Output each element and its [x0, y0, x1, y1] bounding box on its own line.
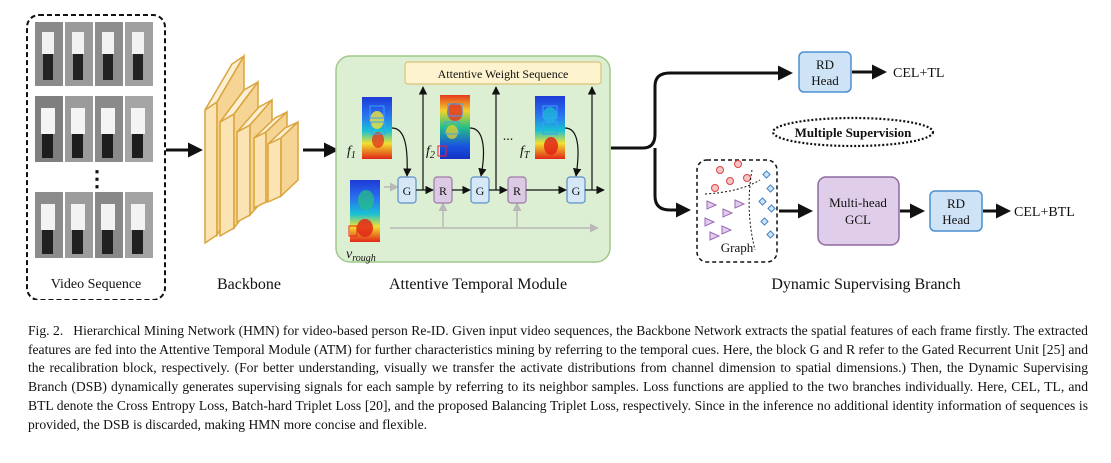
dsb-label: Dynamic Supervising Branch	[771, 276, 960, 293]
backbone-label: Backbone	[217, 276, 281, 293]
r-block-1-label: R	[439, 184, 447, 198]
attentive-weight-sequence-box	[404, 61, 602, 85]
heatmap-v-rough	[348, 180, 380, 242]
multiple-supervision-badge: Multiple Supervision	[771, 116, 935, 148]
r-block-2-label: R	[513, 184, 521, 198]
svg-text:Multiple Supervision: Multiple Supervision	[795, 125, 912, 140]
svg-text:Head: Head	[942, 212, 970, 227]
atm-module: Attentive Weight Sequence f1 f2 ...	[335, 55, 611, 264]
heatmap-fT	[535, 96, 565, 159]
loss-bottom-label: CEL+BTL	[1014, 205, 1075, 220]
g-block-2-label: G	[476, 184, 485, 198]
arrow-atm-branch-bottom	[653, 148, 691, 218]
video-frames-row-1	[35, 22, 153, 86]
arrow-atm-branch-top	[611, 65, 793, 150]
graph-label: Graph	[721, 240, 754, 255]
figure-caption: Fig. 2.Hierarchical Mining Network (HMN)…	[28, 322, 1088, 434]
backbone-block	[204, 53, 299, 245]
g-block-3-label: G	[572, 184, 581, 198]
rd-head-bottom: RD Head	[929, 190, 983, 232]
loss-top-label: CEL+TL	[893, 66, 944, 81]
heatmap-f1	[362, 97, 392, 159]
svg-text:RD: RD	[816, 57, 834, 72]
video-frames-row-2	[35, 96, 153, 162]
svg-text:Head: Head	[811, 73, 839, 88]
multi-head-gcl-block: Multi-head GCL	[817, 176, 900, 246]
rd-head-top: RD Head	[798, 51, 852, 93]
g-block-1-label: G	[403, 184, 412, 198]
figure-caption-text: Hierarchical Mining Network (HMN) for vi…	[28, 323, 1088, 432]
video-sequence-ellipsis: ⋮	[86, 166, 108, 191]
sequence-dots: ...	[503, 129, 514, 144]
svg-text:GCL: GCL	[845, 212, 871, 227]
video-sequence-label: Video Sequence	[51, 277, 142, 292]
svg-text:Multi-head: Multi-head	[829, 195, 887, 210]
heatmap-f2	[437, 95, 470, 159]
svg-text:RD: RD	[947, 196, 965, 211]
figure-caption-label: Fig. 2.	[28, 323, 64, 338]
hmn-architecture-diagram: ⋮ Video Sequence	[26, 14, 1075, 300]
graph-panel: Graph	[696, 159, 778, 263]
atm-label: Attentive Temporal Module	[389, 276, 567, 293]
attentive-weight-sequence-label: Attentive Weight Sequence	[438, 67, 569, 81]
f2-label: f2	[426, 144, 435, 161]
v-rough-label: vrough	[346, 247, 376, 264]
f1-label: f1	[347, 144, 356, 161]
fT-label: fT	[520, 144, 531, 161]
video-frames-row-3	[35, 192, 153, 258]
video-sequence-panel: ⋮ Video Sequence	[26, 14, 166, 300]
